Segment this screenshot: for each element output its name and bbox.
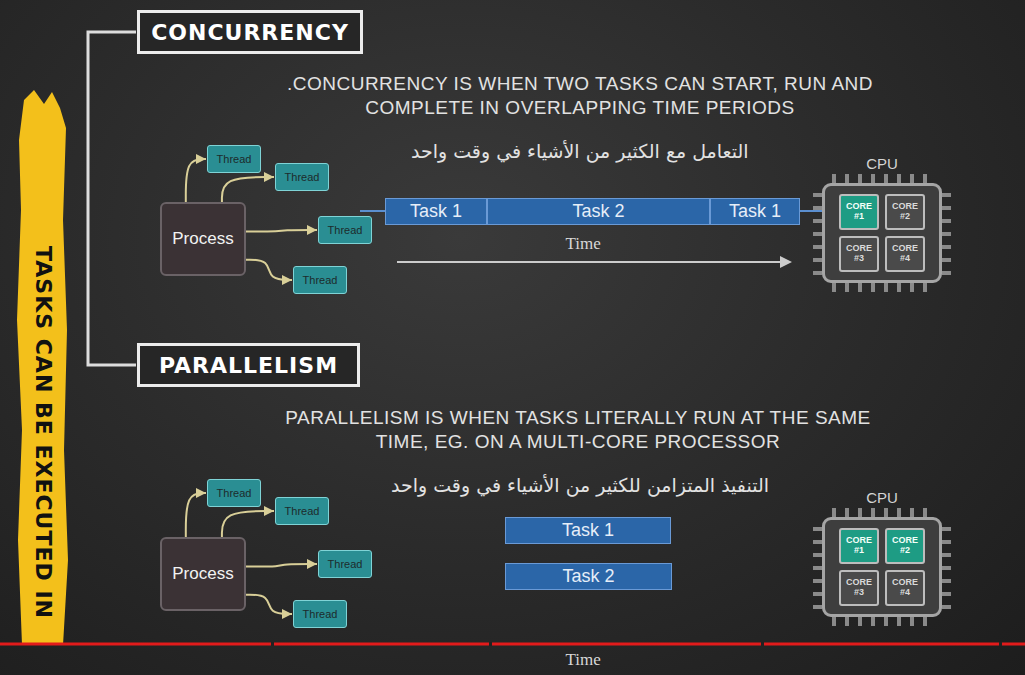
bar-lead-line bbox=[360, 210, 385, 212]
box-label: CORE #1 bbox=[843, 536, 875, 556]
thread-box: Thread bbox=[207, 145, 261, 173]
box-label: Task 1 bbox=[562, 520, 614, 541]
task-bar: Task 2 bbox=[487, 198, 710, 225]
thread-box: Thread bbox=[293, 600, 347, 628]
cpu-core: CORE #4 bbox=[885, 570, 925, 606]
arrow-connector bbox=[186, 493, 206, 537]
task-bar: Task 2 bbox=[505, 563, 672, 590]
box-label: CORE #1 bbox=[843, 202, 875, 222]
definition-text: .CONCURRENCY IS WHEN TWO TASKS CAN START… bbox=[260, 72, 900, 120]
task-bar: Task 1 bbox=[505, 517, 671, 544]
cpu-core: CORE #3 bbox=[839, 570, 879, 606]
arabic-caption: التنفيذ المتزامن للكثير من الأشياء في وق… bbox=[391, 474, 769, 496]
arrow-connector bbox=[246, 260, 292, 280]
box-label: Task 2 bbox=[562, 566, 614, 587]
box-label: Thread bbox=[303, 608, 338, 620]
axis-label: Time bbox=[566, 650, 601, 670]
box-label: Task 1 bbox=[410, 201, 462, 222]
chip-pins bbox=[942, 527, 951, 611]
box-label: PARALLELISM bbox=[159, 353, 338, 378]
box-label: Thread bbox=[217, 153, 252, 165]
thread-box: Thread bbox=[275, 163, 329, 191]
task-bar: Task 1 bbox=[710, 198, 800, 225]
bar-lead-line bbox=[800, 210, 822, 212]
chip-pins bbox=[832, 508, 934, 517]
thread-box: Thread bbox=[318, 550, 372, 578]
box-label: Thread bbox=[328, 224, 363, 236]
axis-label: Time bbox=[566, 234, 601, 254]
thread-box: Thread bbox=[207, 479, 261, 507]
cpu-core: CORE #3 bbox=[839, 236, 879, 272]
arabic-caption: التعامل مع الكثير من الأشياء في وقت واحد bbox=[411, 140, 749, 162]
box-label: Thread bbox=[285, 505, 320, 517]
chip-pins bbox=[832, 617, 934, 626]
box-label: Thread bbox=[217, 487, 252, 499]
box-label: Process bbox=[172, 564, 233, 584]
arrow-connector bbox=[246, 564, 317, 567]
cpu-chip: CORE #1CORE #2CORE #3CORE #4CPU bbox=[822, 517, 942, 617]
chip-pins bbox=[942, 193, 951, 277]
cpu-chip: CORE #1CORE #2CORE #3CORE #4CPU bbox=[822, 183, 942, 283]
box-label: CORE #3 bbox=[843, 578, 875, 598]
thread-box: Thread bbox=[293, 266, 347, 294]
thread-box: Thread bbox=[318, 216, 372, 244]
section-title-box: CONCURRENCY bbox=[137, 10, 363, 54]
progress-marker bbox=[999, 642, 1002, 646]
arrow-connector bbox=[246, 595, 292, 614]
box-label: CORE #2 bbox=[889, 202, 921, 222]
box-label: CORE #4 bbox=[889, 244, 921, 264]
progress-marker bbox=[761, 642, 764, 646]
box-label: Thread bbox=[285, 171, 320, 183]
cpu-core: CORE #2 bbox=[885, 194, 925, 230]
box-label: CONCURRENCY bbox=[151, 20, 349, 45]
process-box: Process bbox=[160, 202, 246, 276]
chip-pins bbox=[813, 193, 822, 277]
arrow-connector bbox=[186, 159, 206, 202]
arrow-connector bbox=[246, 230, 317, 232]
thread-box: Thread bbox=[275, 497, 329, 525]
box-label: Process bbox=[172, 229, 233, 249]
side-banner-text: TASKS CAN BE EXECUTED IN bbox=[31, 245, 56, 618]
chip-pins bbox=[813, 527, 822, 611]
bracket-line bbox=[88, 32, 136, 365]
chip-pins bbox=[832, 174, 934, 183]
box-label: Thread bbox=[303, 274, 338, 286]
yellow-brush-stroke bbox=[17, 90, 68, 645]
section-title-box: PARALLELISM bbox=[137, 343, 360, 387]
progress-marker bbox=[489, 642, 492, 646]
definition-text: PARALLELISM IS WHEN TASKS LITERALLY RUN … bbox=[258, 406, 898, 454]
arrow-connector bbox=[222, 511, 274, 537]
box-label: Task 2 bbox=[572, 201, 624, 222]
chip-pins bbox=[832, 283, 934, 292]
box-label: CORE #3 bbox=[843, 244, 875, 264]
box-label: CORE #4 bbox=[889, 578, 921, 598]
box-label: CORE #2 bbox=[889, 536, 921, 556]
chip-heading: CPU bbox=[866, 155, 898, 172]
progress-marker bbox=[271, 642, 274, 646]
box-label: Thread bbox=[328, 558, 363, 570]
arrow-connector bbox=[222, 177, 274, 202]
cpu-core: CORE #1 bbox=[839, 194, 879, 230]
chip-heading: CPU bbox=[866, 489, 898, 506]
cpu-core: CORE #2 bbox=[885, 528, 925, 564]
time-axis bbox=[397, 261, 781, 263]
box-label: Task 1 bbox=[729, 201, 781, 222]
progress-bar bbox=[0, 643, 1025, 646]
cpu-core: CORE #4 bbox=[885, 236, 925, 272]
cpu-core: CORE #1 bbox=[839, 528, 879, 564]
process-box: Process bbox=[160, 537, 246, 611]
time-arrowhead bbox=[780, 256, 792, 268]
task-bar: Task 1 bbox=[385, 198, 487, 225]
